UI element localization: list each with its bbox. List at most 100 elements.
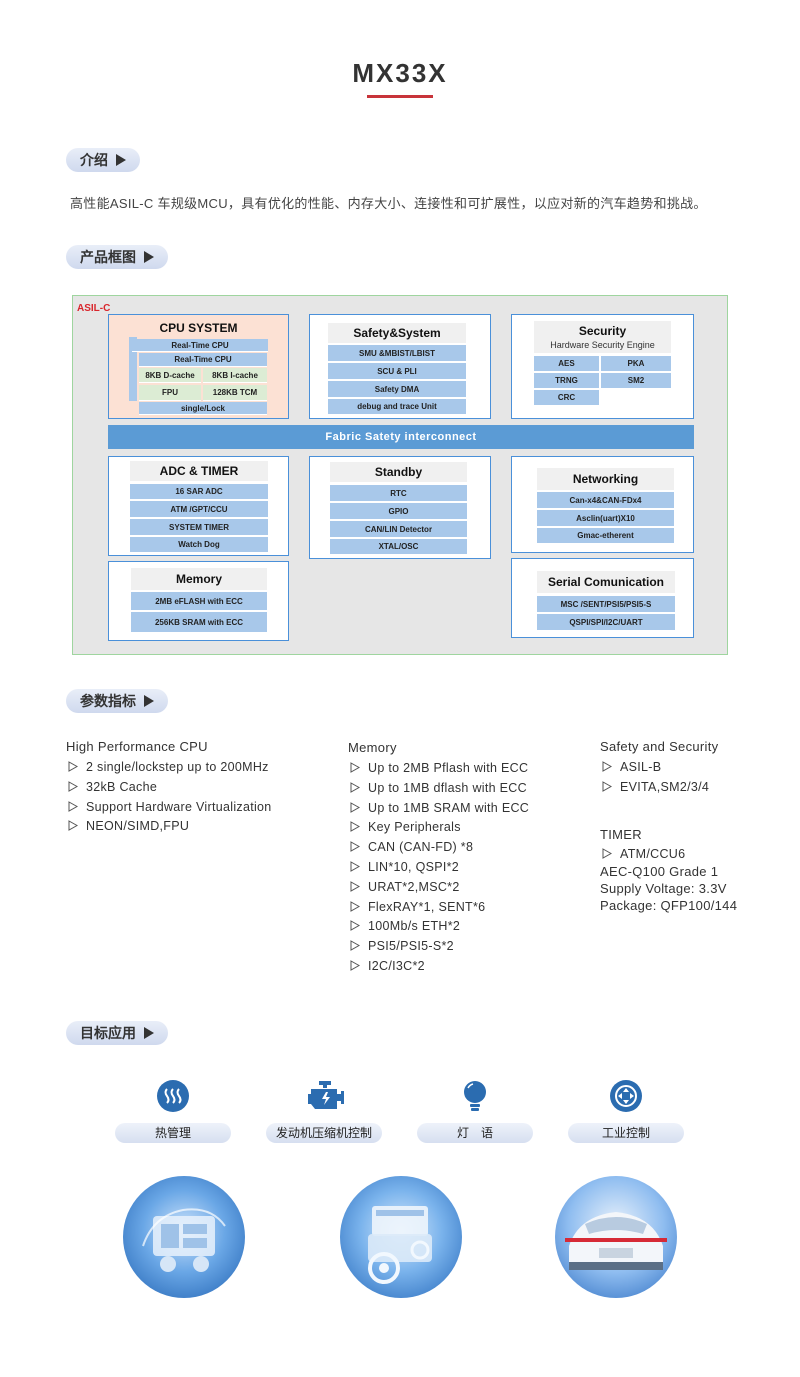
networking-item: Can-x4&CAN-FDx4	[537, 492, 674, 509]
triangle-bullet-icon	[602, 761, 612, 772]
pka-cell: PKA	[601, 356, 671, 372]
list-item: Up to 1MB dflash with ECC	[348, 779, 529, 799]
triangle-bullet-icon	[350, 900, 360, 912]
list-item-text: LIN*10, QSPI*2	[368, 859, 460, 874]
list-item-text: URAT*2,MSC*2	[368, 879, 460, 894]
serial-title: Serial Comunication	[537, 571, 675, 593]
memory-item: 2MB eFLASH with ECC	[131, 592, 267, 611]
triangle-bullet-icon	[350, 801, 360, 813]
thermal-system-image	[123, 1176, 245, 1298]
list-item-text: Up to 2MB Pflash with ECC	[368, 761, 529, 775]
list-item-text: CAN (CAN-FD) *8	[368, 840, 474, 855]
memory-item: 256KB SRAM with ECC	[131, 612, 267, 633]
cpu-system-title: CPU SYSTEM	[159, 321, 238, 335]
single-lock: single/Lock	[139, 402, 267, 415]
list-item: 2 single/lockstep up to 200MHz	[66, 758, 272, 778]
adc-item: SYSTEM TIMER	[130, 519, 268, 536]
play-arrow-icon	[144, 251, 154, 263]
asil-label: ASIL-C	[77, 303, 111, 314]
serial-item: MSC /SENT/PSI5/PSI5-S	[537, 596, 675, 613]
params-safety-heading: Safety and Security	[600, 739, 719, 754]
list-item: Support Hardware Virtualization	[66, 798, 272, 818]
section-diagram-label: 产品框图	[80, 249, 136, 265]
params-timer-heading: TIMER	[600, 827, 642, 842]
params-cpu-column: High Performance CPU 2 single/lockstep u…	[66, 739, 272, 837]
list-item-text: NEON/SIMD,FPU	[86, 819, 190, 834]
list-item-text: 2 single/lockstep up to 200MHz	[86, 760, 269, 774]
list-item: Up to 2MB Pflash with ECC	[348, 759, 529, 779]
realtime-cpu-1: Real-Time CPU	[132, 339, 268, 352]
section-params-label: 参数指标	[80, 693, 136, 709]
params-cpu-heading: High Performance CPU	[66, 739, 208, 754]
trng-cell: TRNG	[534, 373, 599, 389]
networking-item: Asclin(uart)X10	[537, 510, 674, 527]
networking-title: Networking	[537, 468, 674, 490]
play-arrow-icon	[144, 695, 154, 707]
list-item: Up to 1MB SRAM with ECC	[348, 799, 529, 819]
adc-timer-title: ADC & TIMER	[130, 461, 268, 481]
safety-item: Safety DMA	[328, 381, 466, 398]
standby-block: Standby RTC GPIO CAN/LIN Detector XTAL/O…	[309, 456, 491, 559]
list-item: ASIL-B	[600, 758, 718, 778]
triangle-bullet-icon	[350, 841, 360, 853]
section-intro-tag: 介绍	[66, 148, 140, 172]
triangle-bullet-icon	[350, 821, 360, 833]
triangle-bullet-icon	[350, 781, 360, 793]
list-item: Key Peripherals	[348, 818, 529, 838]
security-title: Security Hardware Security Engine	[534, 321, 671, 353]
list-item: ATM/CCU6	[600, 846, 737, 863]
safety-item: debug and trace Unit	[328, 399, 466, 415]
triangle-bullet-icon	[602, 780, 612, 792]
list-item-text: Support Hardware Virtualization	[86, 799, 272, 814]
list-item: PSI5/PSI5-S*2	[348, 937, 529, 957]
cpu-stack-shadow	[129, 337, 137, 401]
fabric-interconnect-bar: Fabric Satety interconnect	[108, 425, 694, 449]
params-memory-heading: Memory	[348, 740, 397, 755]
engine-image	[340, 1176, 462, 1298]
standby-item: RTC	[330, 485, 467, 502]
params-timer-column: TIMER ATM/CCU6 AEC-Q100 Grade 1 Supply V…	[600, 826, 737, 914]
engine-icon	[308, 1081, 344, 1109]
triangle-bullet-icon	[602, 848, 612, 859]
list-item: CAN (CAN-FD) *8	[348, 838, 529, 858]
list-item-text: EVITA,SM2/3/4	[620, 779, 710, 794]
safety-system-block: Safety&System SMU &MBIST/LBIST SCU & PLI…	[309, 314, 491, 419]
params-memory-column: Memory Up to 2MB Pflash with ECC Up to 1M…	[348, 740, 529, 977]
heat-icon	[157, 1080, 189, 1112]
list-item: URAT*2,MSC*2	[348, 878, 529, 898]
params-safety-column: Safety and Security ASIL-B EVITA,SM2/3/4	[600, 739, 718, 798]
app-label-heat: 热管理	[115, 1123, 231, 1143]
triangle-bullet-icon	[68, 800, 78, 812]
app-label-light: 灯 语	[417, 1123, 533, 1143]
triangle-bullet-icon	[68, 820, 78, 832]
package-info: Package: QFP100/144	[600, 898, 738, 913]
list-item: NEON/SIMD,FPU	[66, 817, 272, 837]
adc-item: 16 SAR ADC	[130, 484, 268, 500]
list-item-text: PSI5/PSI5-S*2	[368, 939, 454, 954]
triangle-bullet-icon	[350, 880, 360, 892]
bulb-icon	[464, 1081, 486, 1111]
safety-item: SCU & PLI	[328, 363, 466, 380]
memory-block: Memory 2MB eFLASH with ECC 256KB SRAM wi…	[108, 561, 289, 641]
standby-item: CAN/LIN Detector	[330, 521, 467, 538]
app-label-engine: 发动机压缩机控制	[266, 1123, 382, 1143]
adc-item: ATM /GPT/CCU	[130, 501, 268, 518]
safety-item: SMU &MBIST/LBIST	[328, 345, 466, 362]
aec-grade: AEC-Q100 Grade 1	[600, 864, 719, 879]
params-memory-list: Up to 2MB Pflash with ECC Up to 1MB dflas…	[348, 759, 529, 977]
triangle-bullet-icon	[350, 762, 360, 773]
list-item: LIN*10, QSPI*2	[348, 858, 529, 878]
list-item-text: Key Peripherals	[368, 820, 461, 835]
play-arrow-icon	[144, 1027, 154, 1039]
list-item: 100Mb/s ETH*2	[348, 917, 529, 937]
block-diagram: ASIL-C CPU SYSTEM Real-Time CPU Real-Tim…	[72, 295, 728, 655]
adc-item: Watch Dog	[130, 537, 268, 553]
page-title: MX33X	[352, 58, 448, 88]
networking-item: Gmac-etherent	[537, 528, 674, 544]
list-item-text: 32kB Cache	[86, 779, 158, 794]
sm2-cell: SM2	[601, 373, 671, 389]
triangle-bullet-icon	[68, 761, 78, 772]
standby-title: Standby	[330, 462, 467, 482]
section-diagram-tag: 产品框图	[66, 245, 168, 269]
car-lighting-image	[555, 1176, 677, 1298]
